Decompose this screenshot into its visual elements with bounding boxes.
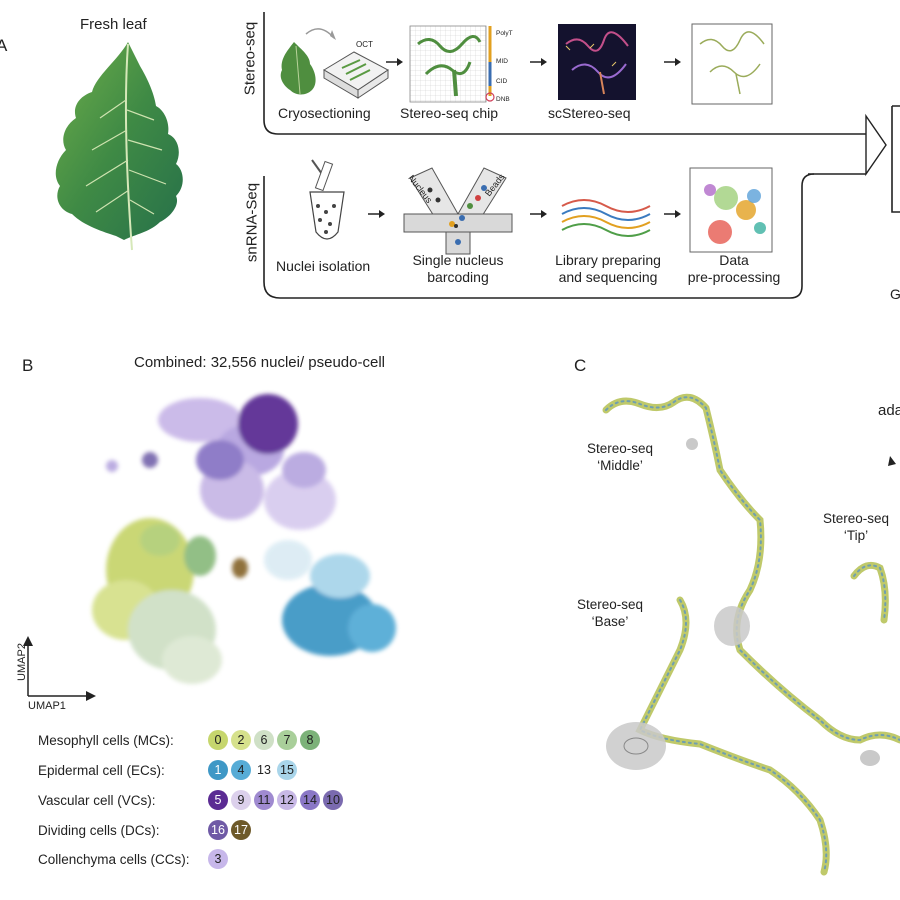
cluster-chip: 1 (208, 760, 228, 780)
barcoding-line-1: Single nucleus (412, 252, 504, 268)
edge-text-ada: ada (878, 402, 900, 419)
middle-line-1: Stereo-seq (586, 441, 654, 456)
umap1-axis-label: UMAP1 (28, 700, 66, 712)
cluster-chip: 7 (277, 730, 297, 750)
cluster-chip: 15 (277, 760, 297, 780)
panel-c-letter: C (574, 356, 587, 375)
barcoding-line-2: barcoding (427, 269, 489, 285)
oct-label: OCT (356, 40, 373, 49)
tip-line-1: Stereo-seq (822, 511, 890, 526)
legend-name: Dividing cells (DCs): (38, 822, 160, 838)
stereo-seq-tip-label: Stereo-seq ‘Tip’ (812, 510, 900, 544)
base-line-2: ‘Base’ (591, 614, 629, 629)
stereo-seq-middle-label: Stereo-seq ‘Middle’ (576, 440, 664, 474)
chip-tag-dnb: DNB (496, 96, 510, 103)
chip-tag-cid: CID (496, 78, 508, 85)
tip-line-2: ‘Tip’ (843, 528, 869, 543)
legend-name: Vascular cell (VCs): (38, 792, 156, 808)
fresh-leaf-label: Fresh leaf (80, 16, 147, 33)
cluster-chip: 4 (231, 760, 251, 780)
stereo-seq-chip-label: Stereo-seq chip (400, 105, 499, 121)
cluster-chip: 13 (254, 760, 274, 780)
data-line-1: Data (719, 252, 749, 268)
middle-line-2: ‘Middle’ (597, 458, 643, 473)
single-nucleus-barcoding-label: Single nucleus barcoding (392, 252, 524, 286)
chip-tag-mid: MID (496, 58, 508, 65)
data-line-2: pre-processing (687, 269, 781, 285)
cluster-chip: 10 (323, 790, 343, 810)
legend-row-epidermal: Epidermal cell (ECs): 1 4 13 15 (38, 759, 300, 781)
cluster-chip: 2 (231, 730, 251, 750)
cluster-chip: 8 (300, 730, 320, 750)
cryosectioning-label: Cryosectioning (278, 105, 371, 121)
legend-row-mesophyll: Mesophyll cells (MCs): 0 2 6 7 8 (38, 729, 323, 751)
legend-name: Collenchyma cells (CCs): (38, 851, 190, 867)
cluster-chip: 16 (208, 820, 228, 840)
cluster-chip: 12 (277, 790, 297, 810)
library-preparing-label: Library preparing and sequencing (542, 252, 674, 286)
umap-title: Combined: 32,556 nuclei/ pseudo-cell (134, 354, 385, 371)
legend-name: Mesophyll cells (MCs): (38, 732, 174, 748)
cluster-chip: 5 (208, 790, 228, 810)
edge-text-g: G (890, 286, 900, 302)
legend-row-collenchyma: Collenchyma cells (CCs): 3 (38, 848, 231, 870)
legend-name: Epidermal cell (ECs): (38, 762, 165, 778)
data-preprocessing-label: Data pre-processing (676, 252, 792, 286)
nuclei-isolation-label: Nuclei isolation (276, 258, 371, 274)
panel-b-letter: B (22, 356, 34, 375)
cluster-chip: 6 (254, 730, 274, 750)
stereo-seq-base-label: Stereo-seq ‘Base’ (566, 596, 654, 630)
cluster-chip: 0 (208, 730, 228, 750)
legend-row-dividing: Dividing cells (DCs): 16 17 (38, 819, 254, 841)
base-line-1: Stereo-seq (576, 597, 644, 612)
scstereo-seq-label: scStereo-seq (548, 105, 631, 121)
legend-row-vascular: Vascular cell (VCs): 5 9 11 12 14 10 (38, 789, 346, 811)
cluster-chip: 14 (300, 790, 320, 810)
library-line-1: Library preparing (555, 252, 661, 268)
panel-a-letter: A (0, 36, 8, 55)
cluster-chip: 11 (254, 790, 274, 810)
chip-tag-polyt: PolyT (496, 30, 513, 37)
cluster-chip: 9 (231, 790, 251, 810)
cluster-chip: 3 (208, 849, 228, 869)
library-line-2: and sequencing (558, 269, 658, 285)
cluster-chip: 17 (231, 820, 251, 840)
